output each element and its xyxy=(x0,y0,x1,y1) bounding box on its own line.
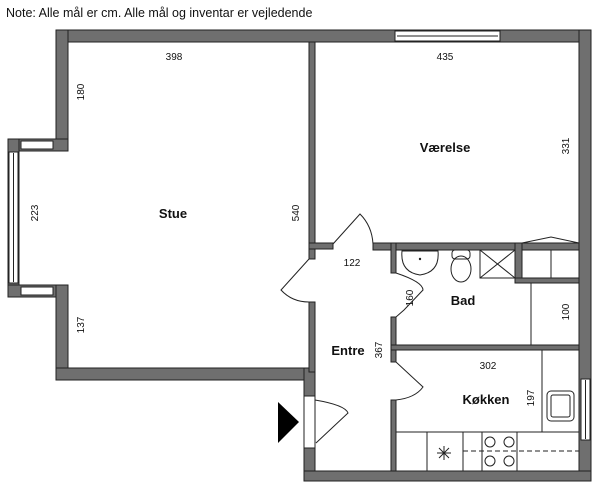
room-label-stue: Stue xyxy=(159,206,187,221)
dim-stue-bay: 223 xyxy=(30,204,41,221)
room-label-entre: Entre xyxy=(331,343,364,358)
door-bad[interactable] xyxy=(395,272,424,318)
dim-koekken-depth: 197 xyxy=(526,389,537,406)
sink-icon xyxy=(401,250,439,276)
dim-vaerelse-depth: 331 xyxy=(561,137,572,154)
dim-stue-upper: 180 xyxy=(76,83,87,100)
doors xyxy=(278,213,424,449)
door-stue[interactable] xyxy=(280,258,310,303)
dim-stue-width: 398 xyxy=(166,52,183,63)
entrance-arrow-icon xyxy=(278,402,299,443)
entrance-door-opening xyxy=(303,395,316,449)
fan-icon xyxy=(437,446,451,460)
dim-closet: 100 xyxy=(561,303,572,320)
room-label-bad: Bad xyxy=(451,293,476,308)
dim-entre-width: 122 xyxy=(344,258,361,269)
dim-entre-length: 367 xyxy=(374,341,385,358)
toilet-icon xyxy=(451,249,471,260)
kitchen-sink-icon xyxy=(546,390,575,422)
door-entrance[interactable] xyxy=(314,399,349,444)
disclaimer-note: Note: Alle mål er cm. Alle mål og invent… xyxy=(6,6,313,20)
closet xyxy=(530,282,580,346)
shower-icon xyxy=(479,249,516,279)
windows xyxy=(8,30,591,441)
dim-vaerelse-width: 435 xyxy=(437,52,454,63)
fixtures xyxy=(395,236,580,472)
room-label-koekken: Køkken xyxy=(463,392,510,407)
dim-bad-door: 160 xyxy=(405,289,416,306)
door-koekken[interactable] xyxy=(395,361,424,401)
window-bay-top xyxy=(20,140,54,150)
dim-stue-lower: 137 xyxy=(76,316,87,333)
window-bay-bottom xyxy=(20,286,54,296)
room-label-vaerelse: Værelse xyxy=(420,140,471,155)
stove-icon xyxy=(484,436,515,467)
dim-stue-length: 540 xyxy=(291,204,302,221)
walls xyxy=(7,29,592,482)
dim-koekken-width: 302 xyxy=(480,361,497,372)
door-vaerelse[interactable] xyxy=(332,213,374,245)
